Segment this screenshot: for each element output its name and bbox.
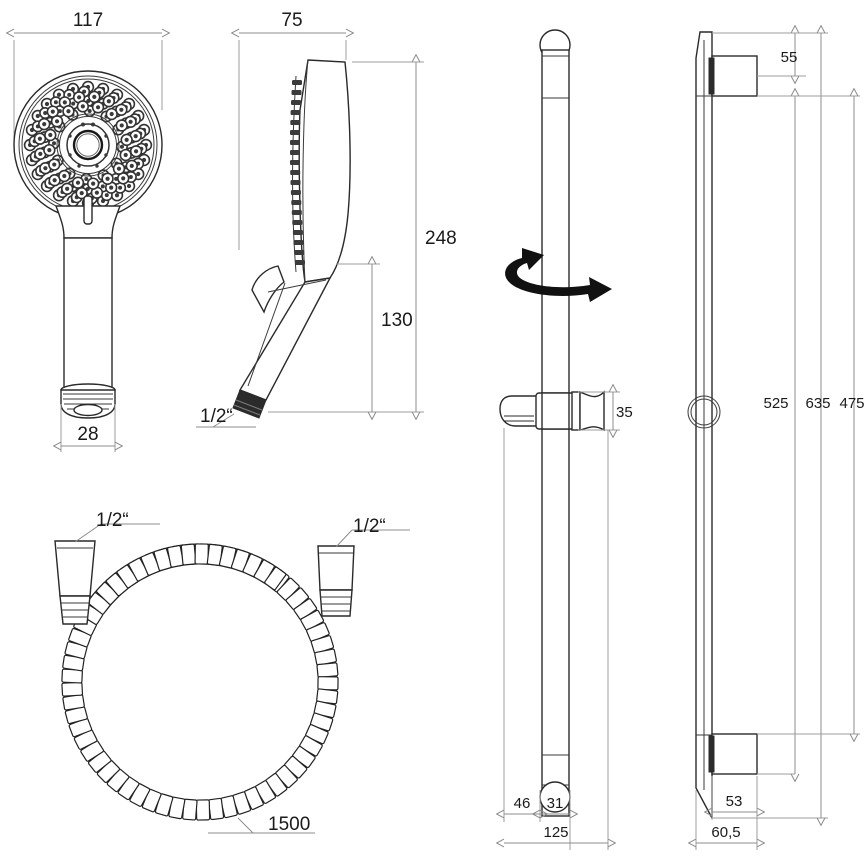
- view-hose: [54, 523, 410, 834]
- leader-thread-side: [196, 413, 256, 428]
- hose-connector-right: [317, 545, 355, 617]
- dim-label-130: 130: [381, 310, 413, 331]
- dim-label-53: 53: [726, 793, 743, 810]
- dim-bar-length: [712, 33, 828, 818]
- dim-label-117: 117: [73, 10, 103, 31]
- hose-coil-segments: [61, 543, 339, 821]
- side-thread-end: [232, 389, 267, 419]
- showerhead-profile: [298, 59, 351, 283]
- dim-label-46: 46: [514, 795, 531, 812]
- handle-angled: [238, 277, 332, 401]
- view-handshower-front: [14, 33, 162, 452]
- dim-depths: [696, 776, 757, 850]
- wall-bracket-bottom: [708, 733, 758, 775]
- slidebar-tube: [541, 49, 570, 817]
- dim-label-248: 248: [425, 228, 457, 249]
- dim-label-75: 75: [281, 10, 302, 31]
- dim-label-1500: 1500: [268, 814, 310, 835]
- dim-label-475: 475: [839, 395, 864, 412]
- dim-label-31: 31: [547, 795, 564, 812]
- view-slidebar-front: [499, 29, 620, 850]
- dim-bracket-spacing: [757, 96, 795, 774]
- dim-holder-height: [578, 392, 620, 430]
- dim-head-depth: [239, 33, 346, 250]
- dim-label-thread-side: 1/2“: [200, 406, 233, 427]
- slidebar-holder: [499, 390, 605, 432]
- wall-bracket-top: [708, 55, 758, 97]
- dim-label-28: 28: [77, 424, 98, 445]
- view-slidebar-side: [687, 32, 860, 850]
- nozzle-field: [23, 80, 153, 210]
- leader-thread-hose-left: [74, 523, 160, 543]
- dim-label-55: 55: [781, 49, 798, 66]
- handle-thread-end: [60, 383, 116, 419]
- dim-label-35: 35: [616, 404, 633, 421]
- thumb-rest: [251, 265, 285, 314]
- leader-hose-length: [208, 817, 315, 834]
- dim-total-length: [268, 62, 424, 412]
- nozzle-edge-strip: [290, 75, 305, 273]
- view-handshower-side: [196, 33, 424, 428]
- dim-handle-length: [336, 264, 380, 412]
- dim-head-diameter: [14, 33, 162, 150]
- dim-handle-diameter: [61, 404, 115, 452]
- rotation-arrow-icon: [505, 248, 612, 302]
- spray-core: [56, 113, 120, 177]
- dim-label-125: 125: [543, 824, 568, 841]
- dim-label-thread-hose-left: 1/2“: [96, 510, 129, 531]
- dim-label-thread-hose-right: 1/2“: [353, 516, 386, 537]
- dim-label-525: 525: [763, 395, 788, 412]
- hose-connector-left: [54, 540, 96, 625]
- slidebar-mid-detail: [687, 395, 721, 429]
- dim-slidebar-widths: [504, 428, 608, 850]
- dim-mount-spacing: [757, 96, 860, 734]
- dim-label-605: 60,5: [711, 824, 740, 841]
- dim-label-635: 635: [805, 395, 830, 412]
- face-slot: [83, 195, 93, 225]
- handle-tube: [63, 237, 113, 391]
- leader-thread-hose-right: [335, 529, 410, 548]
